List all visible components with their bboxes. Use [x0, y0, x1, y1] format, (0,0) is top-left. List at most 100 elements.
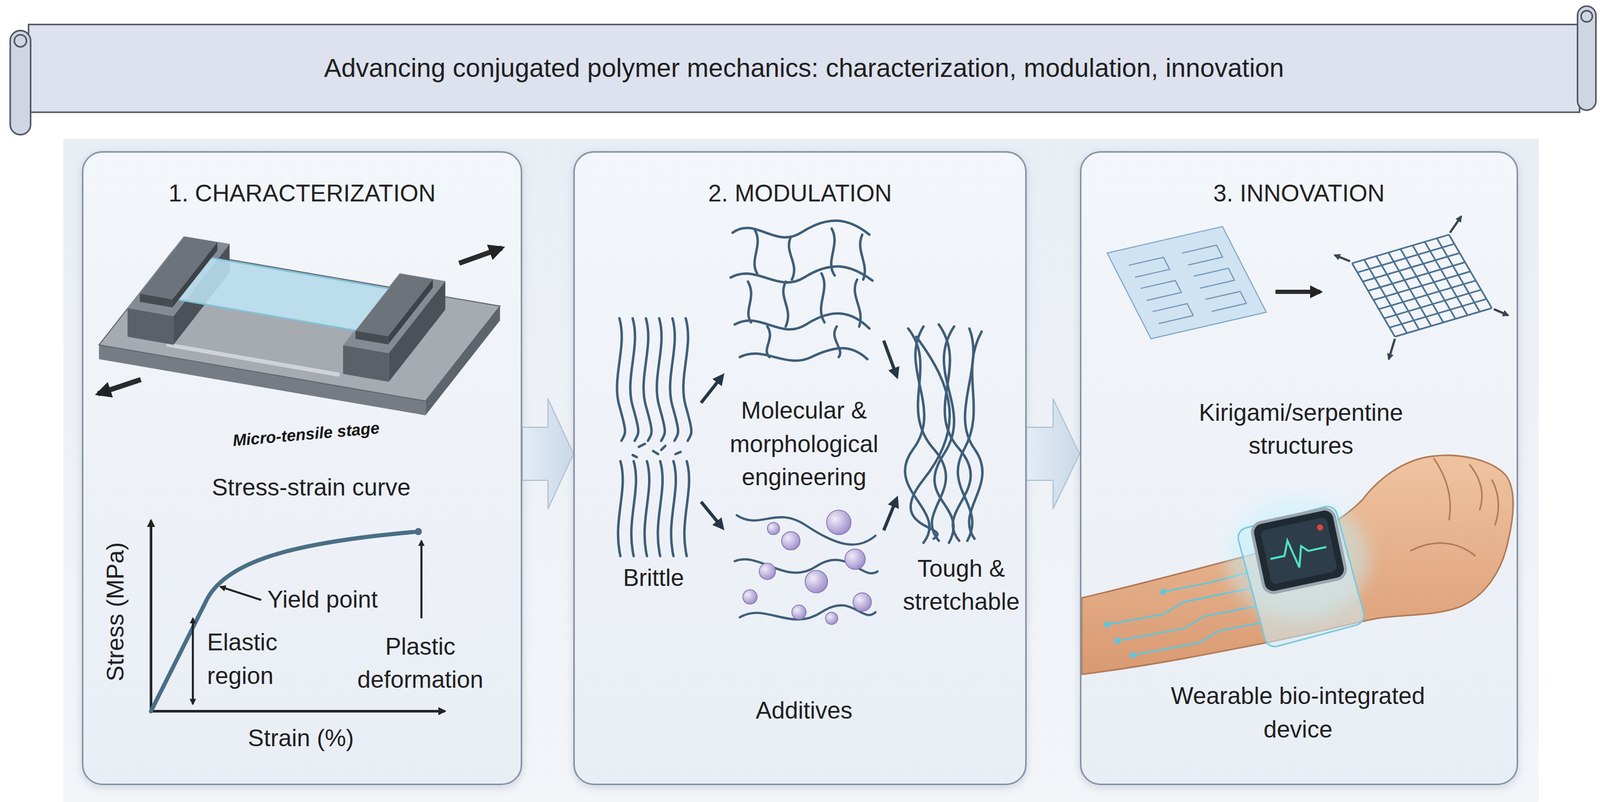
flow-arrow [701, 380, 719, 404]
entangled-chains [957, 331, 982, 541]
entangled-chains [904, 324, 983, 543]
stress-strain-chart [150, 710, 445, 714]
wearable-arm [1106, 587, 1253, 625]
entangled-chains [910, 337, 950, 540]
additive-particles [742, 590, 757, 605]
diagram-title: Advancing conjugated polymer mechanics: … [324, 52, 1285, 84]
entangled-chains [908, 328, 947, 542]
micro-tensile-stage [98, 236, 503, 416]
additive-particles [736, 515, 876, 546]
stretched-mesh [1351, 234, 1492, 337]
stretched-mesh [1334, 216, 1508, 360]
title-scroll [1581, 10, 1593, 23]
concept-group: Wearable bio-integrated device [1083, 471, 1513, 778]
crosslinked-network [734, 313, 870, 330]
brittle-chains [632, 444, 682, 458]
additive-particles [826, 510, 851, 535]
kirigami-sheet [1275, 289, 1321, 295]
panel-ground [81, 151, 523, 787]
brittle-chains [656, 318, 665, 557]
brittle-chains [617, 318, 626, 557]
concept-label: Molecular & morphological engineering [727, 393, 881, 495]
curve-annotation: Elastic region [206, 625, 322, 693]
micro-tensile-stage [98, 379, 141, 394]
wearable-arm [1250, 507, 1347, 595]
crosslinked-network [766, 326, 840, 358]
chart-title: Stress-strain curve [211, 473, 411, 503]
crosslinked-network [747, 273, 861, 327]
panel-ground [1079, 151, 1519, 787]
concept-label: Tough & stretchable [901, 552, 1022, 619]
background-region [63, 138, 1539, 802]
curve-annotation: Plastic deformation [352, 630, 488, 697]
micro-tensile-stage [342, 345, 389, 382]
panel-ground [81, 151, 1519, 787]
title-scroll [1577, 5, 1597, 110]
additive-particles [781, 532, 801, 551]
stretched-mesh [1388, 339, 1395, 360]
stage-arrow [1026, 398, 1080, 509]
background-region [63, 138, 1539, 802]
concept-group: Brittle [606, 306, 702, 602]
brittle-chains [683, 318, 692, 557]
flow-arrow [883, 503, 895, 531]
wearable-arm [1132, 622, 1263, 656]
wearable-arm [1104, 621, 1111, 628]
additive-particles [759, 563, 776, 580]
wearable-arm [1081, 455, 1513, 676]
additive-particles [791, 605, 806, 620]
stage-panel: 2. MODULATION Brittle Molecular & morpholo… [573, 151, 1027, 786]
concept-label: Brittle [609, 561, 698, 595]
micro-tensile-stage [355, 274, 433, 338]
stretched-mesh [1334, 255, 1350, 262]
wearable-arm [1267, 533, 1330, 574]
wearable-arm [1129, 652, 1136, 659]
additive-particles [734, 510, 878, 625]
micro-tensile-stage [458, 248, 502, 264]
brittle-chains [630, 318, 639, 557]
panel-ground [573, 151, 1027, 787]
curve-annotation: Yield point [267, 585, 378, 615]
micro-tensile-stage [139, 293, 173, 308]
crosslinked-network [739, 348, 867, 361]
stress-strain-chart [415, 528, 423, 536]
wearable-arm [1081, 455, 1513, 676]
stretched-mesh [1351, 234, 1492, 337]
concept-group: Molecular & morphological engineering [724, 209, 884, 501]
title-scroll [14, 34, 27, 48]
stage-arrow [522, 398, 574, 509]
additive-particles [742, 510, 872, 625]
concept-group: Kirigami/serpentine structures [1091, 209, 1511, 470]
kirigami-sheet [1128, 245, 1247, 325]
wearable-arm [1160, 588, 1167, 595]
kirigami-sheet [1106, 226, 1267, 339]
stretched-mesh [1334, 216, 1508, 360]
stretched-mesh [1493, 309, 1508, 316]
axis-label: Stress (MPa) [98, 542, 133, 682]
concept-label: Kirigami/serpentine structures [1175, 396, 1427, 463]
panel-heading: 1. CHARACTERIZATION [83, 179, 522, 209]
additive-particles [844, 549, 866, 570]
panel-heading: 2. MODULATION [574, 179, 1025, 209]
crosslinked-network [732, 220, 870, 238]
wearable-arm [1117, 606, 1258, 641]
stretched-mesh [1449, 216, 1462, 233]
title-scroll [10, 30, 31, 135]
flow-arrow [701, 502, 719, 524]
wearable-arm [1235, 504, 1366, 650]
concept-label: Additives [727, 694, 881, 728]
wearable-arm [1316, 523, 1324, 531]
title-scroll [10, 5, 1597, 135]
micro-tensile-stage [168, 345, 339, 375]
kirigami-sheet [1106, 226, 1267, 339]
stage-panel: 3. INNOVATIONKirigami/serpentine structu… [1079, 151, 1519, 786]
additive-particles [805, 570, 828, 593]
concept-group: Additives [724, 503, 884, 733]
wearable-arm [1104, 588, 1167, 659]
brittle-chains [617, 318, 692, 557]
wearable-arm [1114, 638, 1121, 645]
additive-particles [825, 612, 839, 626]
axis-label: Strain (%) [248, 724, 355, 754]
